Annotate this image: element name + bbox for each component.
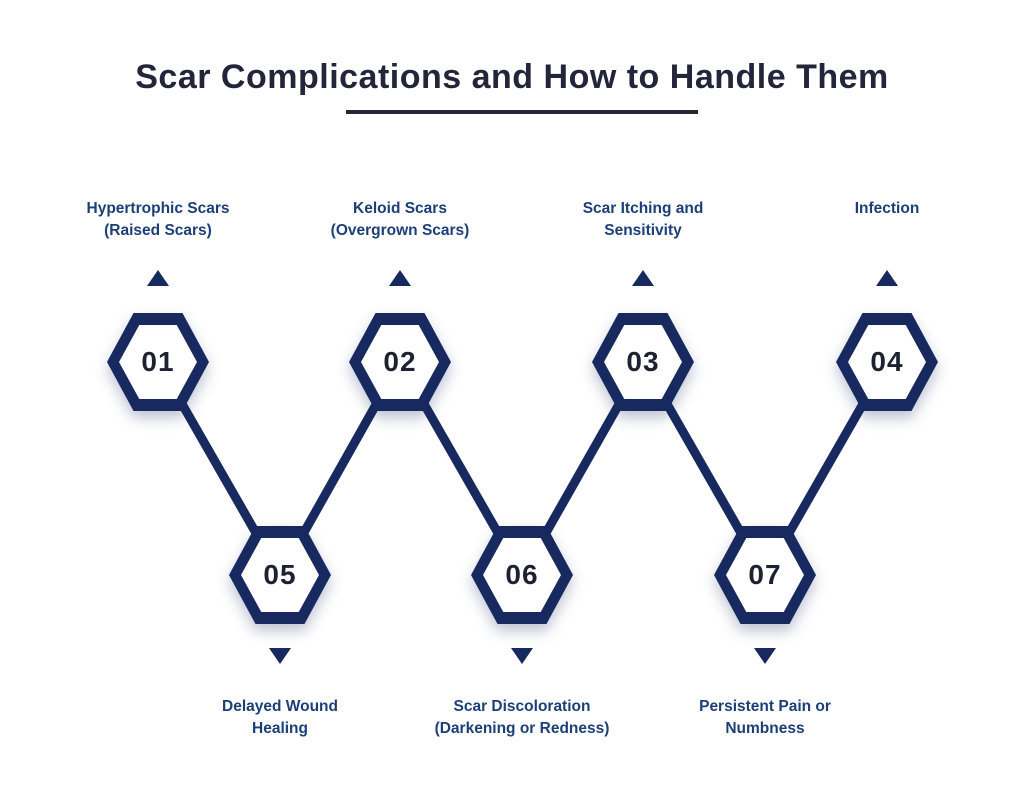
hexagon-02: 02 bbox=[349, 313, 451, 411]
hexagon-03: 03 bbox=[592, 313, 694, 411]
node-02-label-line2: (Overgrown Scars) bbox=[330, 222, 470, 240]
hexagon-03-number: 03 bbox=[626, 346, 660, 377]
node-04-label: Infection bbox=[855, 198, 920, 220]
hexagon-05-number: 05 bbox=[263, 559, 297, 590]
node-03-label-line2: Sensitivity bbox=[604, 222, 682, 240]
node-07-label: Persistent Pain or Numbness bbox=[699, 696, 831, 741]
hexagon-02-border: 02 bbox=[349, 313, 451, 411]
arrow-down-icon bbox=[269, 648, 291, 664]
hexagon-07-number: 07 bbox=[748, 559, 782, 590]
hexagon-05: 05 bbox=[229, 526, 331, 624]
hexagon-07-inner: 07 bbox=[726, 538, 804, 612]
node-07-label-line1: Persistent Pain or bbox=[699, 698, 831, 715]
arrow-down-icon bbox=[511, 648, 533, 664]
hexagon-07-border: 07 bbox=[714, 526, 816, 624]
hexagon-01-inner: 01 bbox=[119, 325, 197, 399]
arrow-up-icon bbox=[389, 270, 411, 286]
hexagon-06-number: 06 bbox=[505, 559, 539, 590]
hexagon-06-border: 06 bbox=[471, 526, 573, 624]
arrow-up-icon bbox=[632, 270, 654, 286]
hexagon-01-border: 01 bbox=[107, 313, 209, 411]
node-05-label-line1: Delayed Wound bbox=[222, 698, 338, 715]
hexagon-06: 06 bbox=[471, 526, 573, 624]
node-02-label: Keloid Scars (Overgrown Scars) bbox=[331, 198, 470, 243]
node-01-label-line1: Hypertrophic Scars bbox=[86, 200, 230, 217]
node-03-label: Scar Itching and Sensitivity bbox=[583, 198, 704, 243]
hexagon-06-inner: 06 bbox=[483, 538, 561, 612]
title-underline bbox=[346, 110, 698, 114]
node-04-label-line1: Infection bbox=[854, 200, 920, 217]
node-01-label: Hypertrophic Scars (Raised Scars) bbox=[87, 198, 230, 243]
hexagon-01: 01 bbox=[107, 313, 209, 411]
node-06-label-line1: Scar Discoloration bbox=[453, 698, 591, 715]
hexagon-04-inner: 04 bbox=[848, 325, 926, 399]
arrow-down-icon bbox=[754, 648, 776, 664]
hexagon-03-inner: 03 bbox=[604, 325, 682, 399]
arrow-up-icon bbox=[876, 270, 898, 286]
node-05-label-line2: Healing bbox=[252, 720, 308, 738]
node-05-label: Delayed Wound Healing bbox=[222, 696, 338, 741]
hexagon-04: 04 bbox=[836, 313, 938, 411]
hexagon-02-inner: 02 bbox=[361, 325, 439, 399]
node-06-label-line2: (Darkening or Redness) bbox=[434, 720, 610, 738]
hexagon-03-border: 03 bbox=[592, 313, 694, 411]
hexagon-07: 07 bbox=[714, 526, 816, 624]
node-06-label: Scar Discoloration (Darkening or Redness… bbox=[435, 696, 610, 741]
arrow-up-icon bbox=[147, 270, 169, 286]
hexagon-04-number: 04 bbox=[870, 346, 904, 377]
page-title: Scar Complications and How to Handle The… bbox=[135, 58, 889, 96]
hexagon-01-number: 01 bbox=[141, 346, 175, 377]
node-02-label-line1: Keloid Scars bbox=[353, 200, 447, 217]
node-07-label-line2: Numbness bbox=[725, 720, 805, 738]
hexagon-05-inner: 05 bbox=[241, 538, 319, 612]
hexagon-02-number: 02 bbox=[383, 346, 417, 377]
hexagon-04-border: 04 bbox=[836, 313, 938, 411]
node-01-label-line2: (Raised Scars) bbox=[104, 222, 212, 240]
hexagon-05-border: 05 bbox=[229, 526, 331, 624]
node-03-label-line1: Scar Itching and bbox=[582, 200, 704, 217]
